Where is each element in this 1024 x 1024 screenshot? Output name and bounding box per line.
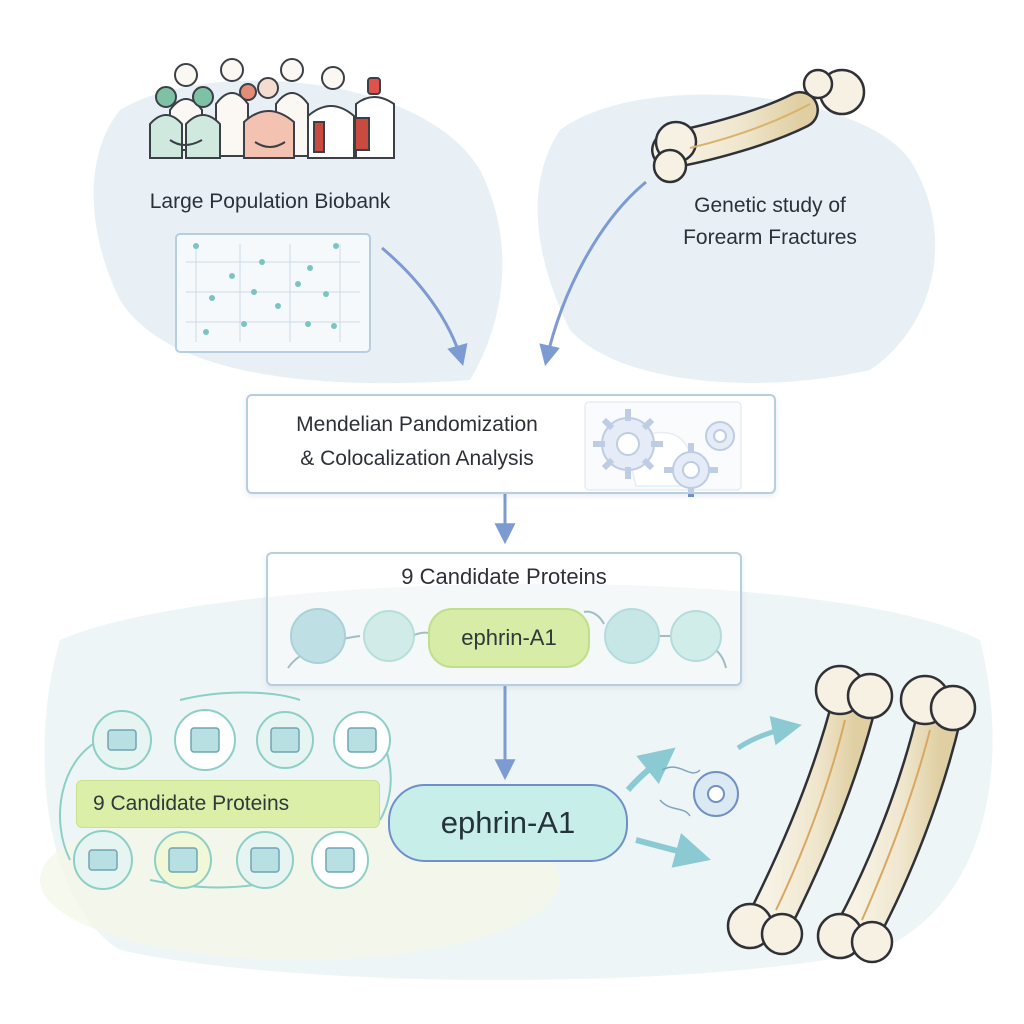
ephrin-a1-highlight: ephrin-A1 (428, 608, 590, 668)
forearm-bone-icon (651, 68, 866, 184)
right-wash (537, 94, 936, 383)
biobank-arrow (381, 246, 468, 367)
people-group-icon (149, 58, 395, 159)
forearm-label: Genetic study of Forearm Fractures (640, 190, 900, 254)
effect-arrows (625, 716, 802, 868)
mr-label-line1: Mendelian Pandomization (296, 413, 538, 436)
scatter-plot-icon (175, 233, 371, 353)
forearm-arrow (539, 180, 647, 367)
forearm-label-line2: Forearm Fractures (683, 226, 857, 249)
biobank-label: Large Population Biobank (149, 190, 391, 213)
network-candidates-label: 9 Candidate Proteins (76, 780, 380, 828)
mr-label-line2: & Colocalization Analysis (300, 447, 534, 470)
bone-pair-icon (726, 664, 977, 964)
candidate-proteins-title: 9 Candidate Proteins (401, 564, 607, 589)
forearm-label-line1: Genetic study of (694, 194, 846, 217)
mr-analysis-box: Mendelian Pandomization & Colocalization… (246, 394, 776, 494)
mr-analysis-label: Mendelian Pandomization & Colocalization… (262, 408, 572, 476)
protein-network (59, 691, 392, 890)
candidate-chain (287, 608, 727, 669)
ephrin-a1-focus: ephrin-A1 (388, 784, 628, 862)
